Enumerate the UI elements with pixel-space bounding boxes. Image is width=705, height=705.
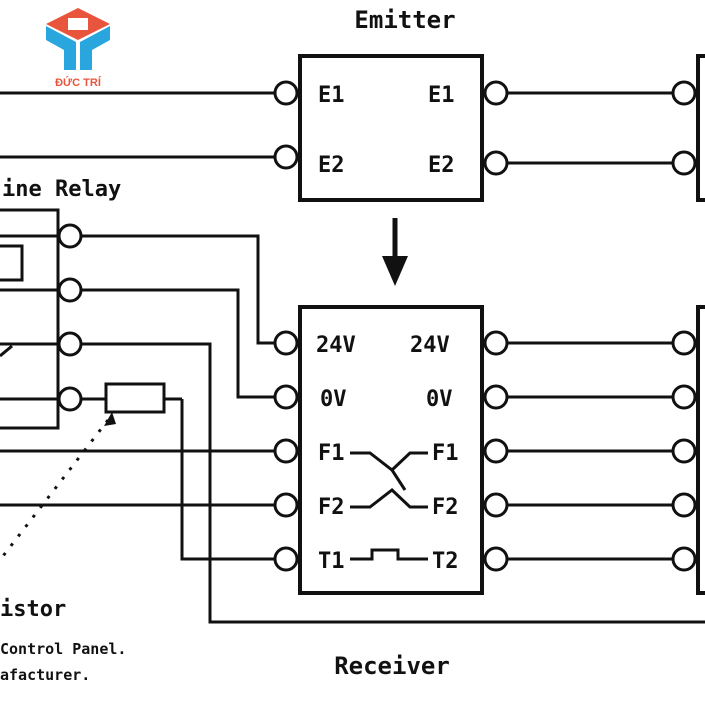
thermistor-label: istor	[0, 597, 66, 622]
receiver-terminal-right-24v: 24V	[410, 333, 450, 358]
emitter-terminal-right-e1: E1	[428, 83, 455, 108]
note-line-1: Control Panel.	[0, 640, 126, 658]
receiver-terminal-left-0v: 0V	[320, 387, 347, 412]
receiver-left-terminal-circles	[273, 330, 299, 572]
receiver-right-terminal-circles	[483, 330, 509, 572]
receiver-terminal-right-f1: F1	[432, 441, 459, 466]
emitter-wires	[0, 91, 672, 165]
note-line-2: afacturer.	[0, 666, 90, 684]
receiver-terminal-right-f2: F2	[432, 495, 459, 520]
receiver-terminal-left-f1: F1	[318, 441, 345, 466]
right-receiver-edge	[696, 305, 705, 595]
receiver-terminal-right-t2: T2	[432, 549, 459, 574]
emitter-terminal-left-e1: E1	[318, 83, 345, 108]
duc-tri-logo: ĐỨC TRÍ	[46, 8, 110, 89]
receiver-left-wires	[0, 234, 705, 624]
receiver-contacts	[350, 451, 428, 561]
receiver-terminal-right-0v: 0V	[426, 387, 453, 412]
down-arrow-icon	[382, 218, 408, 286]
emitter-box	[298, 54, 484, 202]
relay-terminal-circles	[57, 223, 83, 412]
receiver-terminal-left-f2: F2	[318, 495, 345, 520]
emitter-title: Emitter	[354, 6, 455, 34]
thermistor-pointer-dotted	[0, 419, 110, 561]
relay-internal-wires	[0, 234, 58, 401]
far-right-terminal-circles	[671, 330, 697, 572]
logo-text: ĐỨC TRÍ	[55, 76, 102, 89]
receiver-title: Receiver	[334, 652, 450, 680]
receiver-terminal-left-t1: T1	[318, 549, 345, 574]
receiver-box	[298, 305, 484, 595]
right-emitter-edge	[696, 54, 705, 202]
emitter-terminal-circles	[273, 80, 697, 176]
emitter-terminal-left-e2: E2	[318, 153, 345, 178]
emitter-terminal-right-e2: E2	[428, 153, 455, 178]
receiver-terminal-left-24v: 24V	[316, 333, 356, 358]
relay-coil	[0, 244, 24, 282]
thermistor-resistor	[104, 382, 166, 414]
line-relay-title: ine Relay	[2, 177, 121, 202]
line-relay-box	[0, 208, 60, 430]
receiver-right-wires	[508, 341, 672, 561]
